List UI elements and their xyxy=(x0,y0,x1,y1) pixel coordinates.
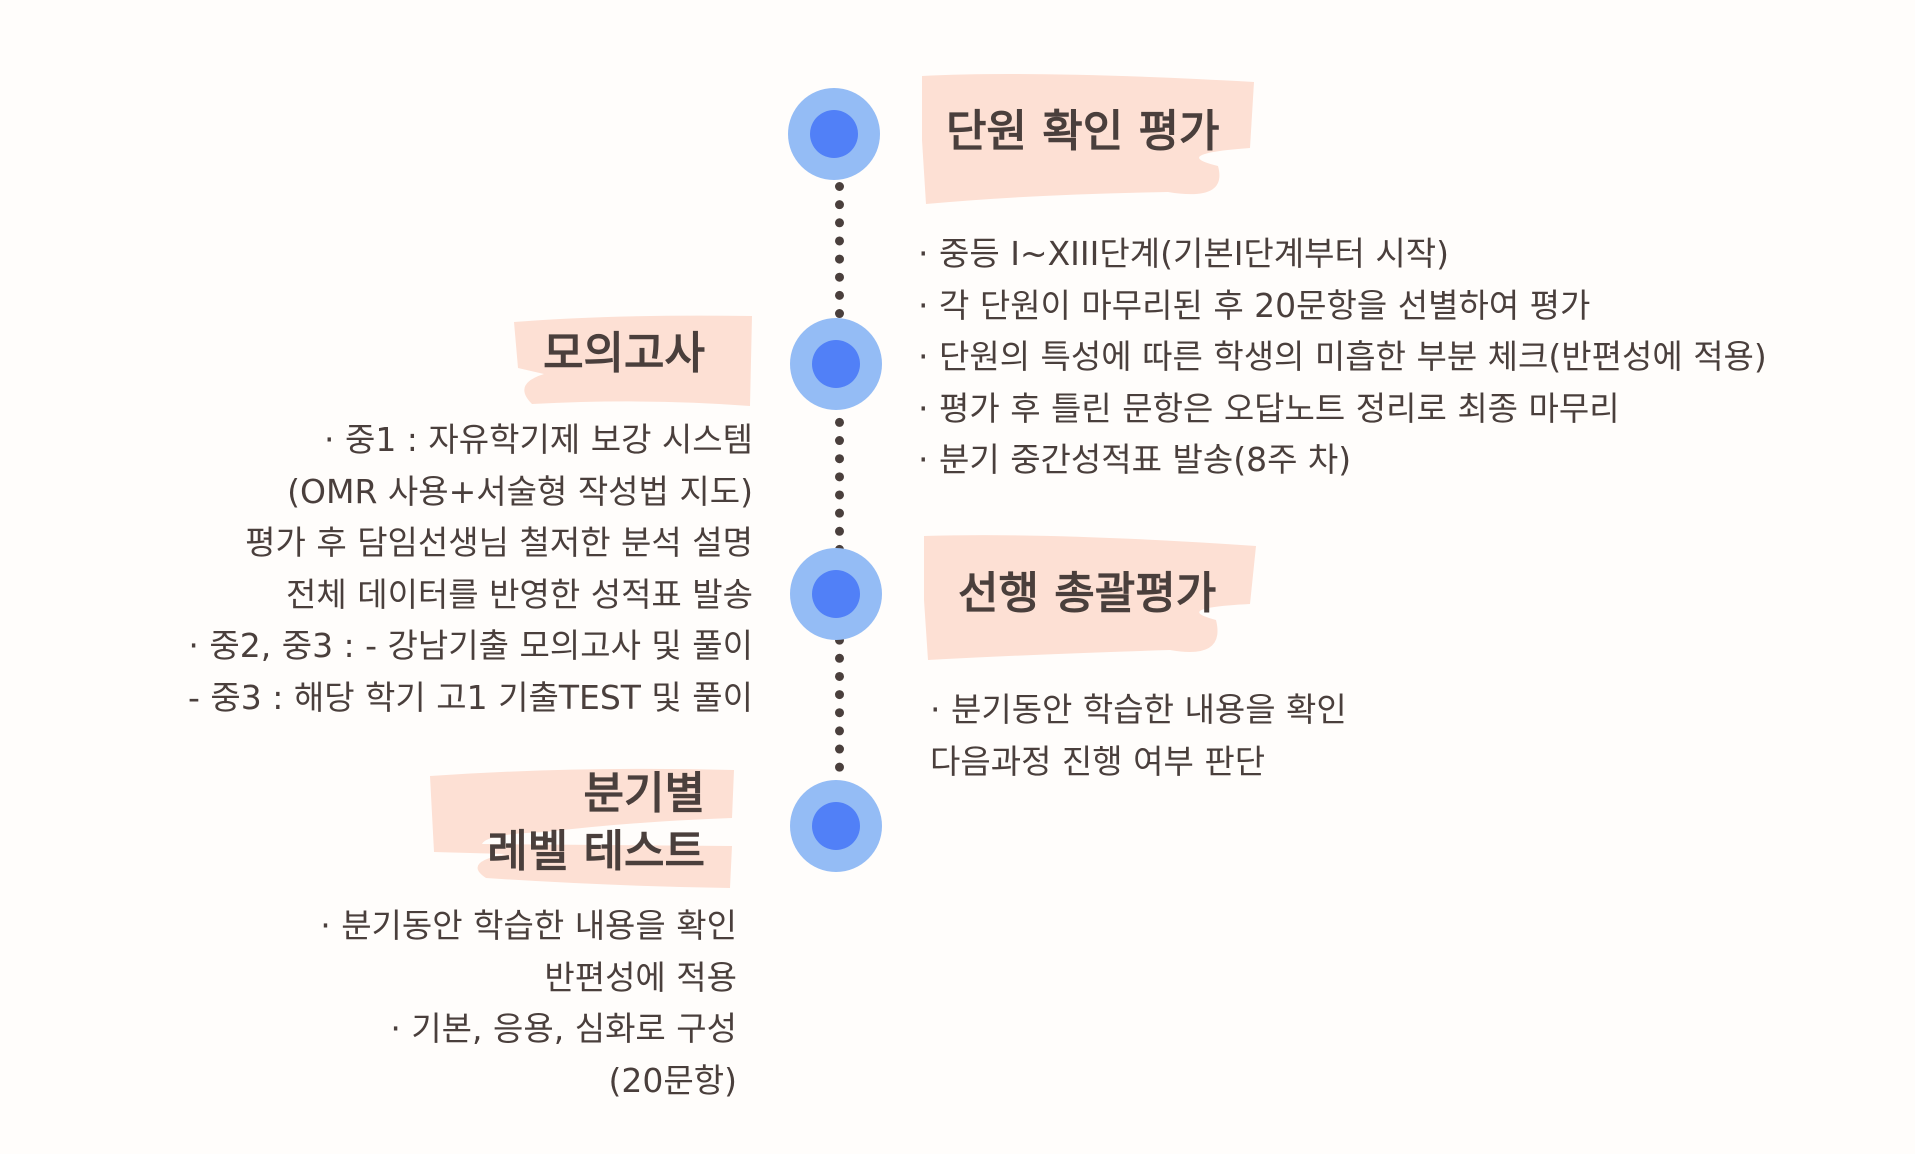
step-description-2: · 중1 : 자유학기제 보강 시스템 (OMR 사용+서술형 작성법 지도) … xyxy=(188,414,753,723)
list-item: · 단원의 특성에 따른 학생의 미흡한 부분 체크(반편성에 적용) xyxy=(918,337,1767,376)
timeline-connector xyxy=(835,182,844,772)
step-title-4-line-2: 레벨 테스트 xyxy=(487,826,705,877)
step-title-4: 분기별 레벨 테스트 xyxy=(487,766,705,880)
list-item: 다음과정 진행 여부 판단 xyxy=(930,741,1266,781)
list-item: · 중2, 중3 : - 강남기출 모의고사 및 풀이 xyxy=(188,626,753,665)
list-item: · 분기동안 학습한 내용을 확인 xyxy=(320,906,737,945)
list-item: 전체 데이터를 반영한 성적표 발송 xyxy=(286,574,753,614)
list-item: · 기본, 응용, 심화로 구성 xyxy=(390,1009,737,1048)
list-item: (20문항) xyxy=(608,1060,737,1100)
step-title-3: 선행 총괄평가 xyxy=(958,568,1217,619)
timeline-node-core xyxy=(812,802,860,850)
timeline-node-4 xyxy=(790,780,882,872)
title-highlight-2 xyxy=(508,312,756,408)
step-description-3: · 분기동안 학습한 내용을 확인 다음과정 진행 여부 판단 xyxy=(930,684,1347,787)
timeline-node-1 xyxy=(788,88,880,180)
step-title-4-line-1: 분기별 xyxy=(583,768,705,819)
step-title-1: 단원 확인 평가 xyxy=(946,106,1220,157)
list-item: 평가 후 담임선생님 철저한 분석 설명 xyxy=(245,523,753,562)
title-highlight-3 xyxy=(920,530,1260,662)
list-item: · 분기동안 학습한 내용을 확인 xyxy=(930,690,1347,729)
list-item: (OMR 사용+서술형 작성법 지도) xyxy=(287,471,753,511)
timeline-node-core xyxy=(812,570,860,618)
title-highlight-4 xyxy=(426,762,738,890)
list-item: · 각 단원이 마무리된 후 20문항을 선별하여 평가 xyxy=(918,285,1591,325)
list-item: · 평가 후 틀린 문항은 오답노트 정리로 최종 마무리 xyxy=(918,388,1620,428)
timeline-node-2 xyxy=(790,318,882,410)
list-item: 반편성에 적용 xyxy=(544,957,737,997)
list-item: - 중3 : 해당 학기 고1 기출TEST 및 풀이 xyxy=(187,677,753,717)
list-item: · 중등 Ⅰ~XIII단계(기본Ⅰ단계부터 시작) xyxy=(918,234,1449,273)
step-title-2: 모의고사 xyxy=(543,328,705,379)
list-item: · 분기 중간성적표 발송(8주 차) xyxy=(918,440,1352,479)
list-item: · 중1 : 자유학기제 보강 시스템 xyxy=(323,420,753,459)
timeline-node-core xyxy=(812,340,860,388)
title-highlight-1 xyxy=(918,70,1258,206)
step-description-4: · 분기동안 학습한 내용을 확인 반편성에 적용 · 기본, 응용, 심화로 … xyxy=(320,900,737,1106)
step-description-1: · 중등 Ⅰ~XIII단계(기본Ⅰ단계부터 시작) · 각 단원이 마무리된 후… xyxy=(918,228,1767,486)
timeline-node-3 xyxy=(790,548,882,640)
timeline-node-core xyxy=(810,110,858,158)
